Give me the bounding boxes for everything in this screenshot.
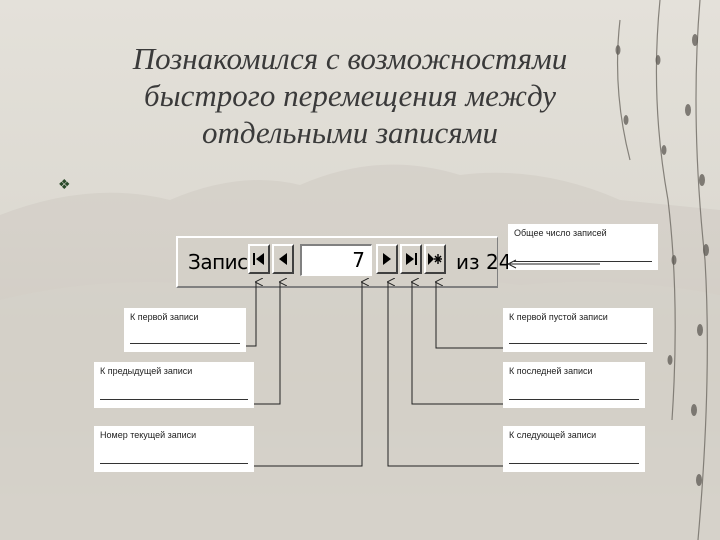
title-line-2: быстрого перемещения между — [144, 78, 556, 113]
new-record-button[interactable] — [424, 244, 446, 274]
prev-record-icon — [279, 253, 287, 265]
callout-total-records-text: Общее число записей — [514, 228, 607, 238]
total-records-text: из 24 — [456, 250, 512, 274]
callout-first-record-text: К первой записи — [130, 312, 199, 322]
callout-first-empty-text: К первой пустой записи — [509, 312, 608, 322]
next-record-icon — [383, 253, 391, 265]
prev-record-button[interactable] — [272, 244, 294, 274]
new-record-icon — [428, 253, 442, 265]
callout-last-record-text: К последней записи — [509, 366, 593, 376]
title-line-3: отдельными записями — [201, 115, 498, 150]
callout-prev-record-text: К предыдущей записи — [100, 366, 193, 376]
first-record-button[interactable] — [248, 244, 270, 274]
current-record-field[interactable]: 7 — [300, 244, 372, 276]
callout-next-record: К следующей записи — [503, 426, 645, 472]
bullet-icon: ❖ — [58, 176, 71, 192]
callout-last-record: К последней записи — [503, 362, 645, 408]
title-line-1: Познакомился с возможностями — [132, 41, 568, 76]
callout-first-empty: К первой пустой записи — [503, 308, 653, 352]
last-record-icon — [406, 253, 417, 265]
next-record-button[interactable] — [376, 244, 398, 274]
slide-title: Познакомился с возможностями быстрого пе… — [100, 40, 600, 151]
callout-prev-record: К предыдущей записи — [94, 362, 254, 408]
callout-current-number-text: Номер текущей записи — [100, 430, 197, 440]
callout-next-record-text: К следующей записи — [509, 430, 597, 440]
callout-current-number: Номер текущей записи — [94, 426, 254, 472]
callout-first-record: К первой записи — [124, 308, 246, 352]
record-navigation-toolbar: Запись: 7 из 24 — [176, 236, 511, 288]
callout-total-records: Общее число записей — [508, 224, 658, 270]
first-record-icon — [253, 253, 264, 265]
last-record-button[interactable] — [400, 244, 422, 274]
